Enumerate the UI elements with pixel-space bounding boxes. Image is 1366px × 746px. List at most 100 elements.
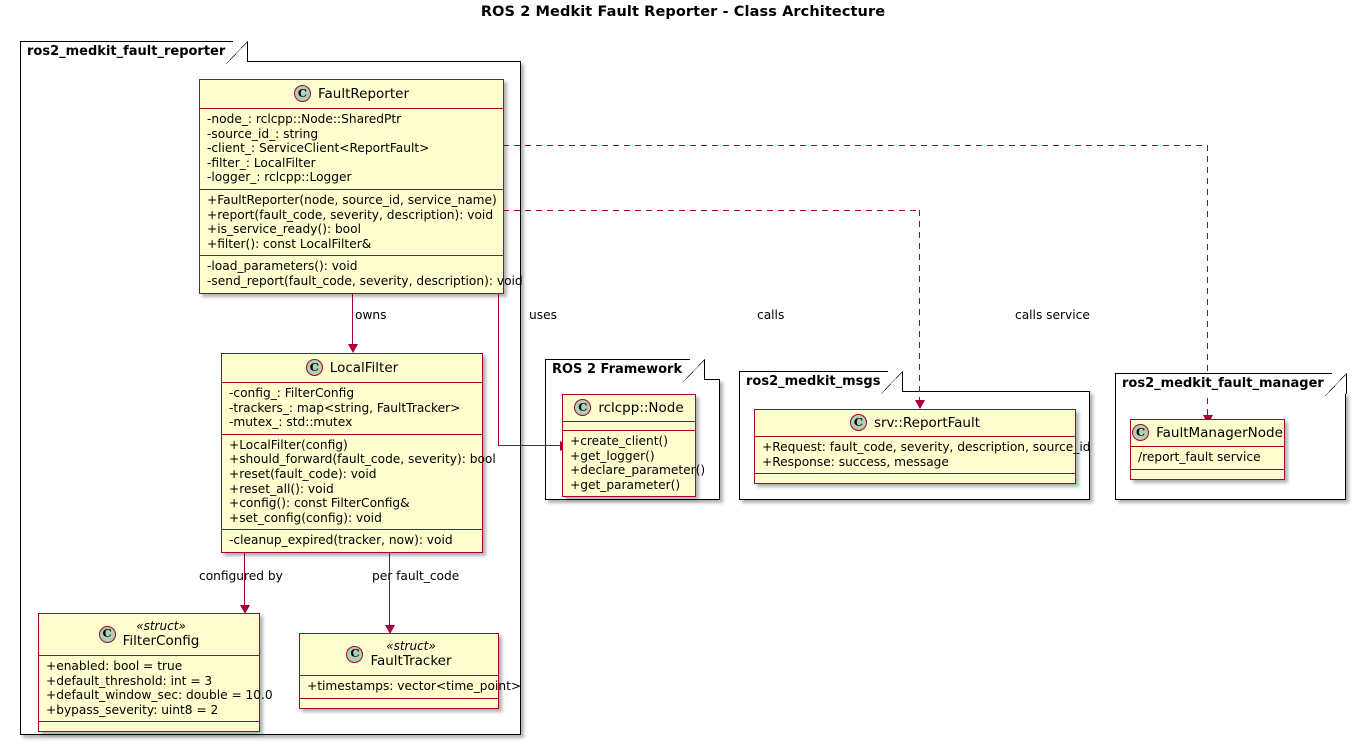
attribute-row: /report_fault service <box>1138 450 1261 464</box>
method-row: +create_client() <box>570 434 668 448</box>
class-fault-reporter[interactable]: C FaultReporter -node_: rclcpp::Node::Sh… <box>199 79 523 294</box>
method-row: +LocalFilter(config) <box>229 437 348 452</box>
edge-configured-by-line <box>244 538 245 605</box>
package-label: ros2_medkit_fault_manager <box>1115 373 1347 396</box>
edge-label-calls-service: calls service <box>1015 308 1090 322</box>
method-row: +should_forward(fault_code, severity): b… <box>229 452 496 467</box>
edge-uses-segment-horizontal <box>498 445 560 446</box>
class-methods-empty <box>300 699 498 708</box>
method-row: -cleanup_expired(tracker, now): void <box>229 533 453 548</box>
edge-label-uses: uses <box>529 308 557 322</box>
attribute-row: -mutex_: std::mutex <box>229 415 353 430</box>
method-row: +reset_all(): void <box>229 481 334 496</box>
class-header: C «struct» FaultTracker <box>300 634 498 676</box>
class-name: FaultReporter <box>317 85 409 102</box>
attribute-row: +timestamps: vector<time_point> <box>307 679 522 693</box>
method-row: -send_report(fault_code, severity, descr… <box>207 273 523 288</box>
attribute-row: +default_threshold: int = 3 <box>46 673 213 688</box>
edge-calls-segment-horizontal <box>503 210 920 211</box>
edge-calls-service-segment-vertical <box>1207 145 1208 415</box>
class-name: srv::ReportFault <box>873 414 981 431</box>
class-header: C FaultReporter <box>200 80 503 109</box>
class-methods-empty <box>755 474 1075 483</box>
class-public-methods: +LocalFilter(config) +should_forward(fau… <box>222 435 496 531</box>
class-srv-report-fault[interactable]: C srv::ReportFault +Request: fault_code,… <box>754 409 1091 485</box>
class-methods-empty <box>1131 470 1284 479</box>
package-label: ros2_medkit_msgs <box>739 371 904 394</box>
edge-label-configured-by: configured by <box>199 569 283 583</box>
edge-calls-segment-vertical <box>919 210 920 400</box>
method-row: +filter(): const LocalFilter& <box>207 236 372 251</box>
edge-uses-segment-vertical <box>498 272 499 445</box>
class-attributes: +Request: fault_code, severity, descript… <box>755 437 1091 475</box>
class-icon: C <box>305 359 323 376</box>
class-attributes: -config_: FilterConfig -trackers_: map<s… <box>222 383 482 435</box>
edge-calls-arrowhead <box>915 400 925 409</box>
attribute-row: +Request: fault_code, severity, descript… <box>762 440 1091 454</box>
class-name: LocalFilter <box>329 359 399 376</box>
class-name: FaultManagerNode <box>1156 424 1283 441</box>
attribute-row: +Response: success, message <box>762 454 949 469</box>
method-row: +get_logger() <box>570 448 655 463</box>
method-row: +reset(fault_code): void <box>229 466 377 481</box>
class-fault-tracker[interactable]: C «struct» FaultTracker +timestamps: vec… <box>299 633 522 709</box>
package-label: ros2_medkit_fault_reporter <box>20 41 249 64</box>
method-row: +get_parameter() <box>570 477 681 492</box>
attribute-row: +default_window_sec: double = 10.0 <box>46 688 273 703</box>
method-row: -load_parameters(): void <box>207 259 358 274</box>
class-methods: +create_client() +get_logger() +declare_… <box>563 431 706 496</box>
method-row: +FaultReporter(node, source_id, service_… <box>207 192 497 207</box>
class-icon: C <box>574 399 592 416</box>
class-header: C rclcpp::Node <box>563 395 695 422</box>
class-header: C FaultManagerNode <box>1131 420 1284 447</box>
class-header: C LocalFilter <box>222 354 482 383</box>
class-icon: C <box>346 645 364 663</box>
class-icon: C <box>1132 424 1150 441</box>
class-header: C srv::ReportFault <box>755 410 1075 437</box>
method-row: +is_service_ready(): bool <box>207 222 361 237</box>
edge-calls-service-segment-horizontal <box>503 145 1208 146</box>
class-header: C «struct» FilterConfig <box>39 614 259 656</box>
class-icon: C <box>98 625 116 643</box>
attribute-row: +bypass_severity: uint8 = 2 <box>46 702 219 717</box>
class-rclcpp-node[interactable]: C rclcpp::Node +create_client() +get_log… <box>562 394 706 498</box>
class-attributes: +enabled: bool = true +default_threshold… <box>39 656 273 723</box>
method-row: +set_config(config): void <box>229 510 382 525</box>
class-filter-config[interactable]: C «struct» FilterConfig +enabled: bool =… <box>38 613 273 733</box>
package-label: ROS 2 Framework <box>545 359 706 382</box>
attribute-row: +enabled: bool = true <box>46 659 183 673</box>
attribute-row: -filter_: LocalFilter <box>207 155 316 170</box>
edge-per-fault-code-arrowhead <box>385 625 395 634</box>
method-row: +declare_parameter() <box>570 463 706 478</box>
class-name: FilterConfig <box>122 633 200 649</box>
page-title: ROS 2 Medkit Fault Reporter - Class Arch… <box>480 4 886 20</box>
class-stereotype: «struct» <box>386 639 436 653</box>
class-fault-manager-node[interactable]: C FaultManagerNode /report_fault service <box>1130 419 1285 480</box>
edge-configured-by-arrowhead <box>240 605 250 614</box>
class-local-filter[interactable]: C LocalFilter -config_: FilterConfig -tr… <box>221 353 496 553</box>
class-attributes: /report_fault service <box>1131 447 1284 470</box>
attribute-row: -logger_: rclcpp::Logger <box>207 170 352 185</box>
edge-per-fault-code-line <box>389 542 390 625</box>
class-attributes: -node_: rclcpp::Node::SharedPtr -source_… <box>200 109 503 190</box>
class-stereotype: «struct» <box>136 619 186 633</box>
class-icon: C <box>849 414 867 431</box>
method-row: +report(fault_code, severity, descriptio… <box>207 207 494 222</box>
edge-label-calls: calls <box>757 308 785 322</box>
attribute-row: -client_: ServiceClient<ReportFault> <box>207 141 430 156</box>
class-private-methods: -load_parameters(): void -send_report(fa… <box>200 256 523 292</box>
attribute-row: -config_: FilterConfig <box>229 386 355 400</box>
method-row: +config(): const FilterConfig& <box>229 496 410 511</box>
attribute-row: -node_: rclcpp::Node::SharedPtr <box>207 112 402 126</box>
edge-label-per-fault-code: per fault_code <box>372 569 460 583</box>
edge-owns-arrowhead <box>348 344 358 353</box>
class-icon: C <box>293 85 311 102</box>
class-name: rclcpp::Node <box>598 399 684 416</box>
class-methods-empty <box>39 722 259 731</box>
attribute-row: -source_id_: string <box>207 126 319 141</box>
class-name: FaultTracker <box>370 653 452 669</box>
class-public-methods: +FaultReporter(node, source_id, service_… <box>200 190 503 257</box>
attribute-row: -trackers_: map<string, FaultTracker> <box>229 400 461 415</box>
class-private-methods: -cleanup_expired(tracker, now): void <box>222 530 482 552</box>
